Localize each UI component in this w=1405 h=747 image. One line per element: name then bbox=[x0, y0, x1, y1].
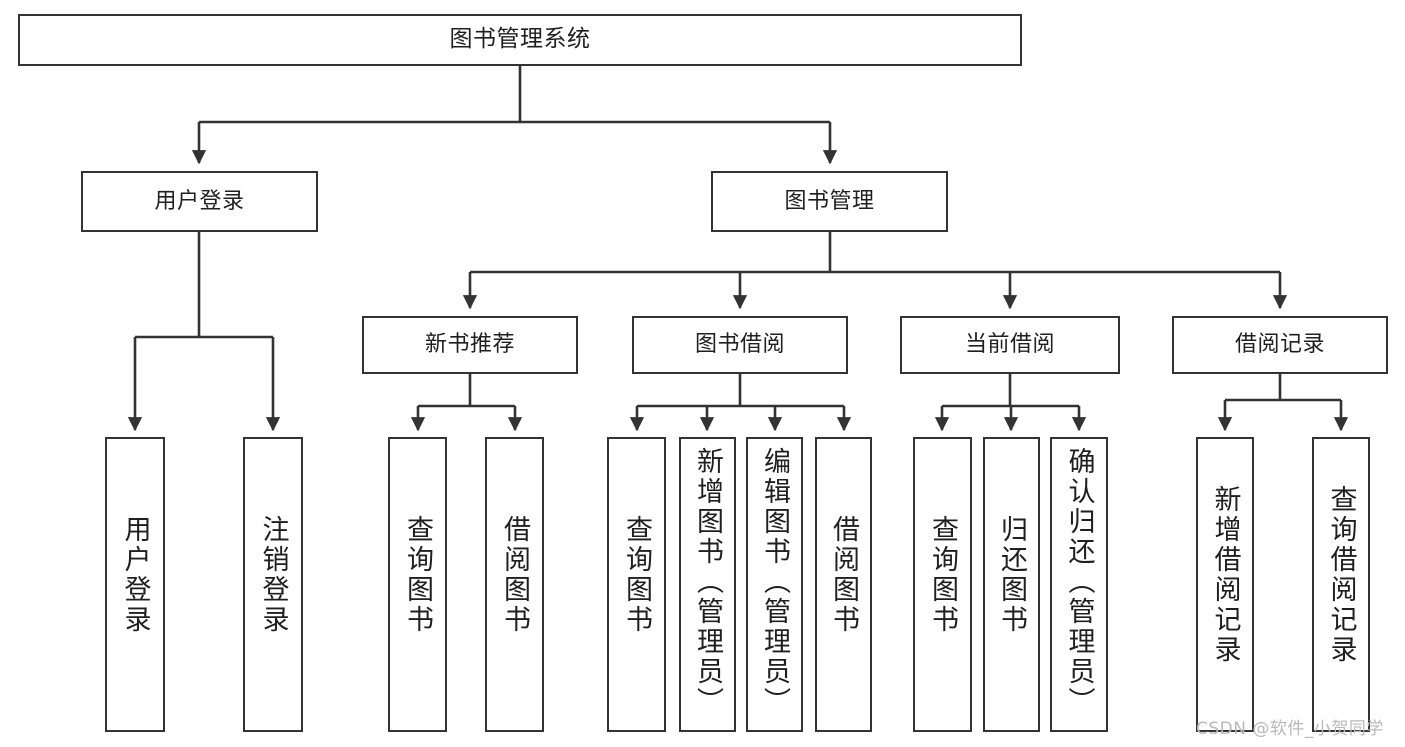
leaf-query-book-current[interactable]: 查询图书 bbox=[913, 437, 972, 732]
node-borrow-record[interactable]: 借阅记录 bbox=[1172, 316, 1388, 374]
node-borrow-record-label: 借阅记录 bbox=[1234, 332, 1325, 358]
leaf-query-book-current-label: 查询图书 bbox=[927, 515, 958, 635]
node-book-borrow[interactable]: 图书借阅 bbox=[632, 316, 848, 374]
leaf-add-borrow-record-label: 新增借阅记录 bbox=[1209, 485, 1241, 665]
leaf-borrow-book-recommend[interactable]: 借阅图书 bbox=[485, 437, 544, 732]
leaf-query-book-borrow-label: 查询图书 bbox=[621, 515, 652, 635]
leaf-add-book-admin[interactable]: 新增图书（管理员） bbox=[679, 437, 736, 732]
leaf-add-book-admin-label: 新增图书（管理员） bbox=[692, 447, 723, 717]
node-book-borrow-label: 图书借阅 bbox=[694, 332, 785, 358]
node-user-login-label: 用户登录 bbox=[154, 188, 245, 214]
leaf-borrow-book[interactable]: 借阅图书 bbox=[815, 437, 872, 732]
node-new-book-recommend[interactable]: 新书推荐 bbox=[362, 316, 578, 374]
leaf-query-book-recommend[interactable]: 查询图书 bbox=[388, 437, 447, 732]
leaf-confirm-return-admin-label: 确认归还（管理员） bbox=[1063, 447, 1095, 717]
leaf-query-book-recommend-label: 查询图书 bbox=[402, 515, 433, 635]
leaf-return-book[interactable]: 归还图书 bbox=[983, 437, 1040, 732]
leaf-user-login[interactable]: 用户登录 bbox=[105, 437, 165, 732]
node-new-book-recommend-label: 新书推荐 bbox=[424, 332, 515, 358]
leaf-user-login-label: 用户登录 bbox=[119, 515, 151, 635]
leaf-logout-login[interactable]: 注销登录 bbox=[243, 437, 303, 732]
leaf-edit-book-admin-label: 编辑图书（管理员） bbox=[759, 447, 790, 717]
node-user-login[interactable]: 用户登录 bbox=[81, 171, 318, 232]
node-book-management[interactable]: 图书管理 bbox=[711, 171, 948, 232]
leaf-confirm-return-admin[interactable]: 确认归还（管理员） bbox=[1050, 437, 1108, 732]
node-root-label: 图书管理系统 bbox=[449, 26, 591, 53]
leaf-edit-book-admin[interactable]: 编辑图书（管理员） bbox=[746, 437, 803, 732]
leaf-borrow-book-label: 借阅图书 bbox=[828, 515, 859, 635]
leaf-logout-login-label: 注销登录 bbox=[257, 515, 289, 635]
leaf-query-borrow-record[interactable]: 查询借阅记录 bbox=[1312, 437, 1370, 732]
node-current-borrow[interactable]: 当前借阅 bbox=[900, 316, 1120, 374]
leaf-borrow-book-recommend-label: 借阅图书 bbox=[499, 515, 530, 635]
node-root[interactable]: 图书管理系统 bbox=[18, 14, 1022, 66]
node-book-management-label: 图书管理 bbox=[784, 188, 875, 214]
leaf-query-book-borrow[interactable]: 查询图书 bbox=[607, 437, 666, 732]
leaf-add-borrow-record[interactable]: 新增借阅记录 bbox=[1196, 437, 1254, 732]
leaf-return-book-label: 归还图书 bbox=[996, 515, 1027, 635]
csdn-watermark: CSDN @软件_小贺同学 bbox=[1196, 719, 1384, 739]
node-current-borrow-label: 当前借阅 bbox=[964, 332, 1055, 358]
leaf-query-borrow-record-label: 查询借阅记录 bbox=[1325, 485, 1357, 665]
